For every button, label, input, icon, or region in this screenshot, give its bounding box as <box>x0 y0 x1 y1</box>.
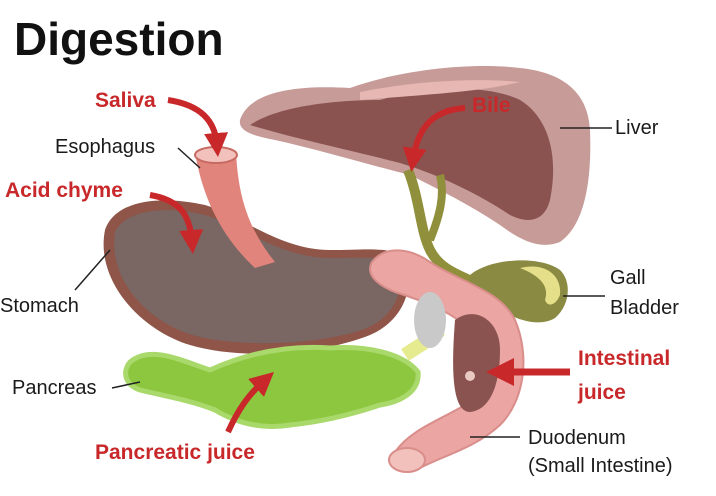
pancreas <box>123 344 421 430</box>
label-intestinal: Intestinal <box>578 347 670 370</box>
label-acid-chyme: Acid chyme <box>5 179 123 202</box>
label-small-intestine: (Small Intestine) <box>528 455 673 477</box>
duodenum <box>369 249 525 473</box>
label-liver: Liver <box>615 117 659 139</box>
label-duodenum: Duodenum <box>528 427 626 449</box>
page-title: Digestion <box>14 13 224 65</box>
saliva-arrow-icon <box>167 97 228 157</box>
label-pancreas: Pancreas <box>12 377 97 399</box>
bile-duct <box>403 168 483 290</box>
label-saliva: Saliva <box>95 89 156 112</box>
pancreatic-juice-arrow-icon <box>225 372 274 434</box>
label-gall: Gall <box>610 267 646 289</box>
label-stomach: Stomach <box>0 295 79 317</box>
stomach <box>103 200 409 354</box>
label-esophagus: Esophagus <box>55 136 155 158</box>
acid-chyme-arrow-icon <box>149 192 204 254</box>
label-juice: juice <box>577 381 626 404</box>
gall-bladder <box>469 260 568 323</box>
bile-arrow-icon <box>402 105 466 172</box>
label-pancreatic-juice: Pancreatic juice <box>95 441 255 464</box>
label-bladder: Bladder <box>610 297 679 319</box>
hepatic-duct <box>426 174 446 242</box>
leader-lines <box>74 127 612 438</box>
label-bile: Bile <box>472 94 511 117</box>
